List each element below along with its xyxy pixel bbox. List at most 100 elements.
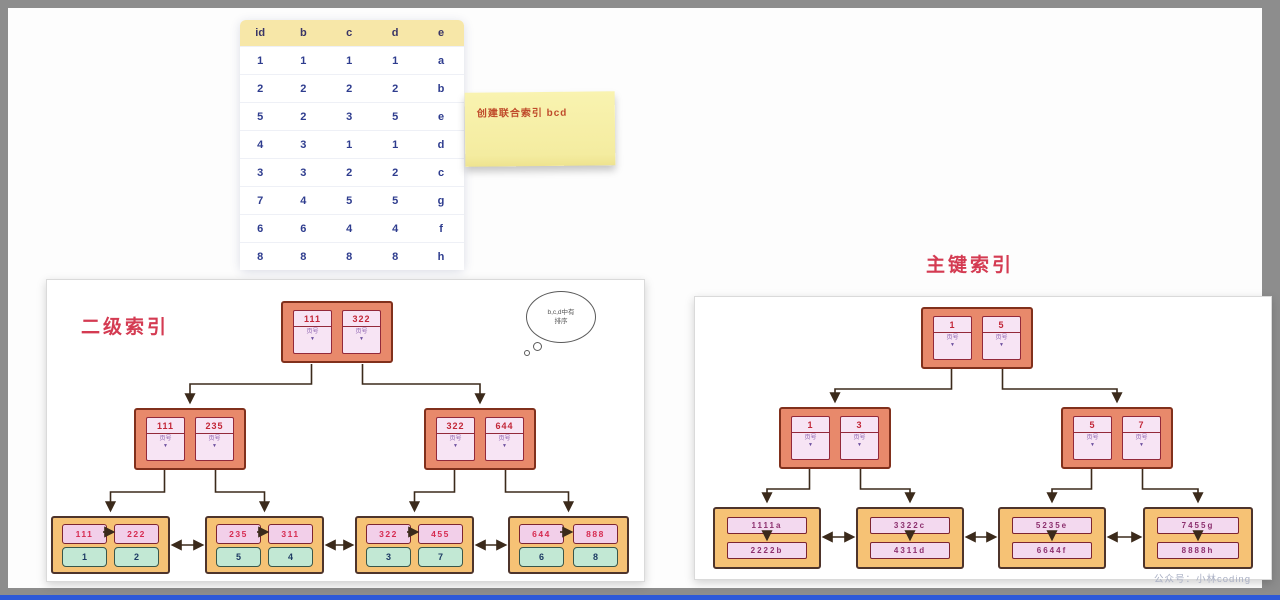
record-row: 1111a (727, 517, 807, 534)
record-id: 2 (114, 547, 159, 567)
table-cell: e (418, 102, 464, 130)
down-arrow-icon: ▼ (808, 442, 813, 449)
table-cell: 5 (240, 102, 281, 130)
index-key: 644 (519, 524, 564, 544)
index-key: 235 (216, 524, 261, 544)
table-cell: 1 (372, 130, 419, 158)
index-key: 7 (1123, 417, 1160, 433)
record-id: 5 (216, 547, 261, 567)
down-arrow-icon: ▼ (310, 336, 315, 343)
table-cell: 5 (326, 186, 373, 214)
page-label-text: 页号 (804, 435, 817, 441)
sticky-note: 创建联合索引 bcd (464, 91, 616, 167)
table-cell: 8 (326, 242, 373, 270)
page-pointer-label: 页号▼ (1074, 433, 1111, 459)
table-cell: 3 (326, 102, 373, 130)
down-arrow-icon: ▼ (359, 336, 364, 343)
index-key: 235 (196, 418, 233, 434)
index-key: 322 (437, 418, 474, 434)
bubble-tail-circle (533, 342, 542, 351)
page-label-text: 页号 (946, 335, 959, 341)
index-key: 5 (1074, 417, 1111, 433)
record-row: 2222b (727, 542, 807, 559)
thought-bubble: b,c,d中有 排序 (526, 291, 596, 343)
table-cell: 2 (326, 158, 373, 186)
table-cell: 8 (372, 242, 419, 270)
table-cell: 1 (326, 46, 373, 74)
down-arrow-icon: ▼ (212, 443, 217, 450)
table-cell: 5 (372, 186, 419, 214)
btree-leaf-node: 3322c 4311d (856, 507, 964, 569)
primary-index-title: 主键索引 (926, 255, 1015, 276)
down-arrow-icon: ▼ (453, 443, 458, 450)
page-label-text: 页号 (498, 436, 511, 442)
table-cell: 2 (372, 74, 419, 102)
page-pointer-label: 页号▼ (196, 434, 233, 460)
record-row: 4311d (870, 542, 950, 559)
record-row: 3322c (870, 517, 950, 534)
record-row: 6644f (1012, 542, 1092, 559)
btree-leaf-node: 5235e 6644f (998, 507, 1106, 569)
table-header-cell: b (280, 20, 327, 46)
bubble-tail-circle (524, 350, 530, 356)
page-pointer-label: 页号▼ (841, 433, 878, 459)
table-cell: 7 (240, 186, 281, 214)
index-key: 455 (418, 524, 463, 544)
page-pointer-label: 页号▼ (934, 333, 971, 359)
record-id: 1 (62, 547, 107, 567)
index-key: 111 (147, 418, 184, 434)
record-id: 7 (418, 547, 463, 567)
table-cell: 2 (280, 102, 327, 130)
page-pointer-label: 页号▼ (343, 327, 380, 353)
page-pointer-label: 页号▼ (983, 333, 1020, 359)
table-cell: 2 (240, 74, 281, 102)
table-cell: 1 (240, 46, 281, 74)
page-pointer-label: 页号▼ (792, 433, 829, 459)
index-key: 5 (983, 317, 1020, 333)
page-pointer-label: 页号▼ (147, 434, 184, 460)
index-key: 1 (934, 317, 971, 333)
table-cell: h (418, 242, 464, 270)
table-cell: d (418, 130, 464, 158)
index-key: 888 (573, 524, 618, 544)
table-cell: 4 (326, 214, 373, 242)
table-cell: 4 (280, 186, 327, 214)
index-key: 322 (343, 311, 380, 327)
record-row: 5235e (1012, 517, 1092, 534)
down-arrow-icon: ▼ (163, 443, 168, 450)
page-pointer-label: 页号▼ (294, 327, 331, 353)
table-cell: 6 (280, 214, 327, 242)
table-header-cell: id (240, 20, 281, 46)
down-arrow-icon: ▼ (1090, 442, 1095, 449)
btree-leaf-node: 1111a 2222b (713, 507, 821, 569)
table-cell: b (418, 74, 464, 102)
table-cell: 4 (240, 130, 281, 158)
index-key: 644 (486, 418, 523, 434)
secondary-index-title: 二级索引 (81, 317, 170, 338)
page-label-text: 页号 (159, 436, 172, 442)
bubble-line-1: b,c,d中有 (547, 308, 575, 316)
